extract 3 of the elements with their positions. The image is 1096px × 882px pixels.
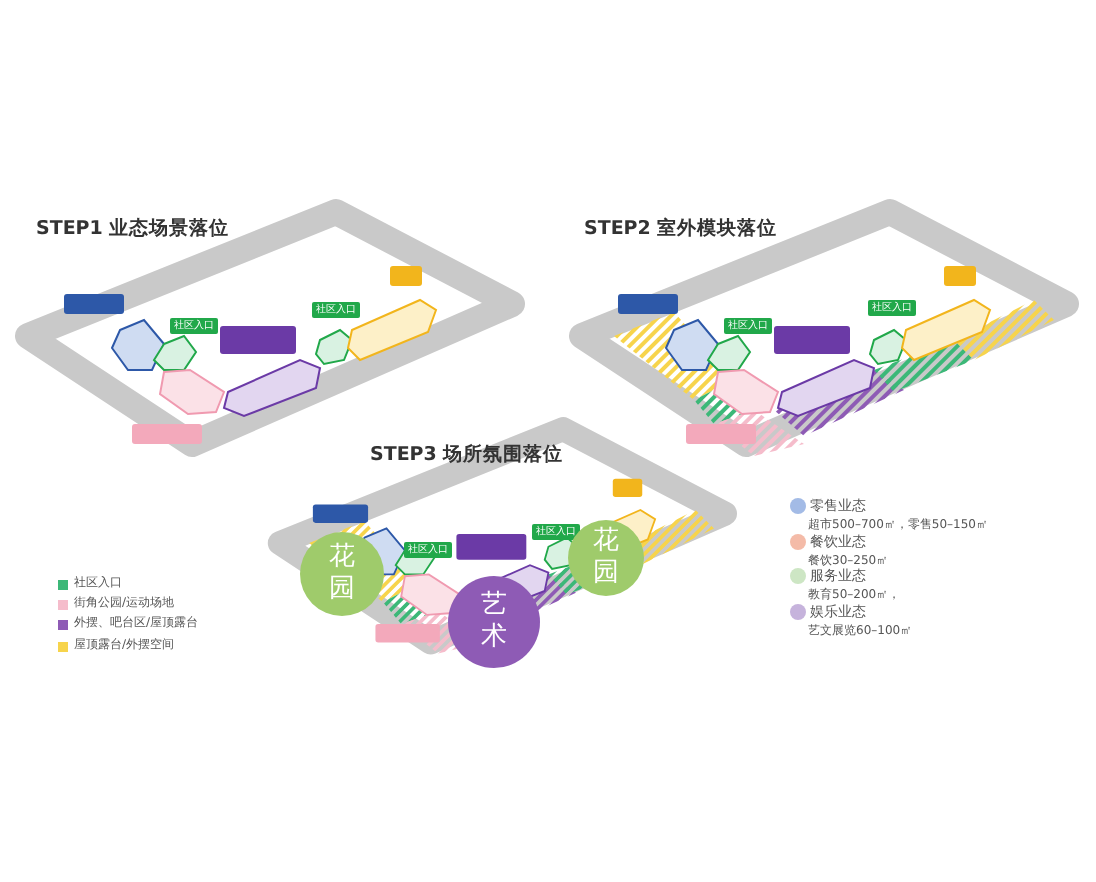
step-title: STEP2 室外模块落位 — [584, 216, 778, 242]
step-title: STEP3 场所氛围落位 — [370, 442, 564, 468]
step-title: STEP1 业态场景落位 — [36, 216, 230, 242]
